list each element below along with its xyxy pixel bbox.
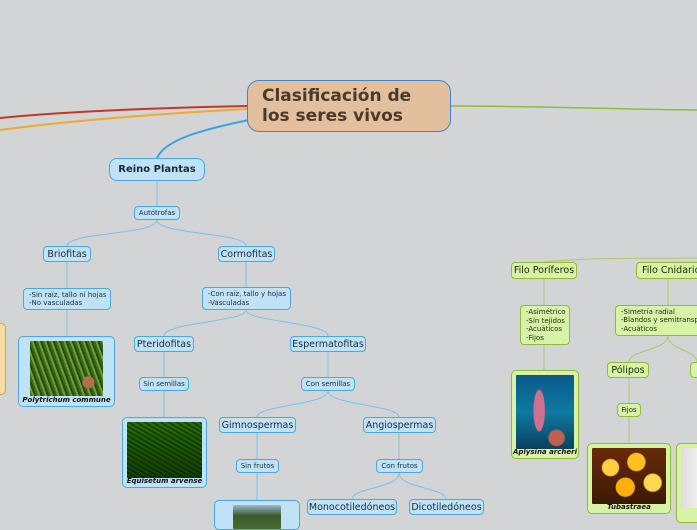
node-reino-plantas[interactable]: Reino Plantas [109,158,205,181]
node-briofitas-desc[interactable]: -Sin raíz, tallo ni hojas-No vasculadas [23,288,111,310]
node-angiospermas[interactable]: Angiospermas [363,417,436,433]
node-cnidarios-desc[interactable]: -Simetría radial-Blandos y semitranspare… [615,305,697,336]
node-label: Con frutos [381,462,418,470]
node-briofitas[interactable]: Briofitas [43,246,91,262]
offscreen-card [0,323,6,395]
root-title-line1: Clasificación de [262,86,412,106]
node-label: Reino Plantas [118,164,196,175]
node-polipos[interactable]: Pólipos [607,362,649,378]
node-label: Sin frutos [240,462,275,470]
node-label: Pólipos [611,364,645,376]
image-caption: Equisetum arvense [126,477,203,485]
image-card-tubastraea[interactable]: Tubastraea [587,443,671,514]
node-label: Filo Poríferos [513,265,575,276]
sponge-photo [516,375,574,449]
node-autotrofas[interactable]: Autótrofas [134,206,180,220]
node-poriferos-desc[interactable]: -Asimétrico-Sin tejidos-Acuáticos-Fijos [520,305,570,345]
node-cormofitas[interactable]: Cormofitas [218,246,275,262]
node-label: Fijos [621,406,637,414]
node-espermatofitas[interactable]: Espermatofitas [290,336,366,352]
offscreen-card-right [676,443,697,523]
image-card-equisetum[interactable]: Equisetum arvense [122,417,207,488]
node-label: Briofitas [47,248,87,260]
coral-photo [592,448,666,504]
node-label: Con semillas [305,380,351,388]
desc-line: -Acuáticos [621,324,658,333]
node-label: Angiospermas [365,419,434,431]
node-gimnospermas[interactable]: Gimnospermas [219,417,296,433]
node-con-frutos[interactable]: Con frutos [376,459,423,473]
node-pteridofitas[interactable]: Pteridofitas [134,336,194,352]
desc-line: -Sin raíz, tallo ni hojas [29,290,107,299]
image-caption: Tubastraea [607,503,651,511]
node-sin-semillas[interactable]: Sin semillas [139,377,189,391]
horsetail-photo [127,422,202,478]
node-cormofitas-desc[interactable]: -Con raíz, tallo y hojas-Vasculadas [202,287,291,310]
node-label: Sin semillas [143,380,185,388]
branch-orange [0,108,248,131]
desc-line: -Simetría radial [621,307,675,316]
node-label: Espermatofitas [292,338,364,350]
desc-line: -No vasculadas [29,299,83,307]
desc-line: -Con raíz, tallo y hojas [208,290,286,298]
image-caption: Polytrichum commune [22,396,111,404]
desc-line: -Sin tejidos [526,316,565,325]
node-sin-frutos[interactable]: Sin frutos [236,459,279,473]
moss-photo [30,341,103,396]
image-card-gimnosperma[interactable] [214,500,300,530]
node-con-semillas[interactable]: Con semillas [301,377,355,391]
desc-line: -Asimétrico [526,308,566,316]
node-label: Gimnospermas [221,419,294,431]
node-label: Autótrofas [138,209,176,217]
node-label: Filo Cnidarios [642,265,697,276]
node-label: Monocotiledóneos [308,501,396,513]
node-label: Pteridofitas [136,338,192,350]
desc-line: -Fijos [526,333,544,342]
partial-photo [681,448,697,508]
root-title-line2: los seres vivos [262,106,403,126]
node-fijos[interactable]: Fijos [617,403,641,417]
image-caption: Aplysina archeri [512,448,577,456]
image-card-aplysina[interactable]: Aplysina archeri [511,370,579,459]
branch-red [0,105,248,119]
desc-line: -Vasculadas [208,298,250,307]
tree-photo [233,505,281,529]
node-dicotiledoneos[interactable]: Dicotiledóneos [409,499,484,515]
branch-green [450,105,697,111]
branch-plantas [156,119,250,159]
desc-line: -Acuáticos [526,325,563,333]
node-label: Dicotiledóneos [411,501,482,513]
node-offscreen-green [690,362,697,378]
desc-line: -Blandos y semitransparentes [621,316,697,325]
node-monocotiledoneos[interactable]: Monocotiledóneos [307,499,397,515]
image-card-polytrichum[interactable]: Polytrichum commune [18,336,115,407]
node-label: Cormofitas [220,248,273,260]
node-filo-cnidarios[interactable]: Filo Cnidarios [636,262,697,279]
node-filo-poriferos[interactable]: Filo Poríferos [511,262,577,279]
